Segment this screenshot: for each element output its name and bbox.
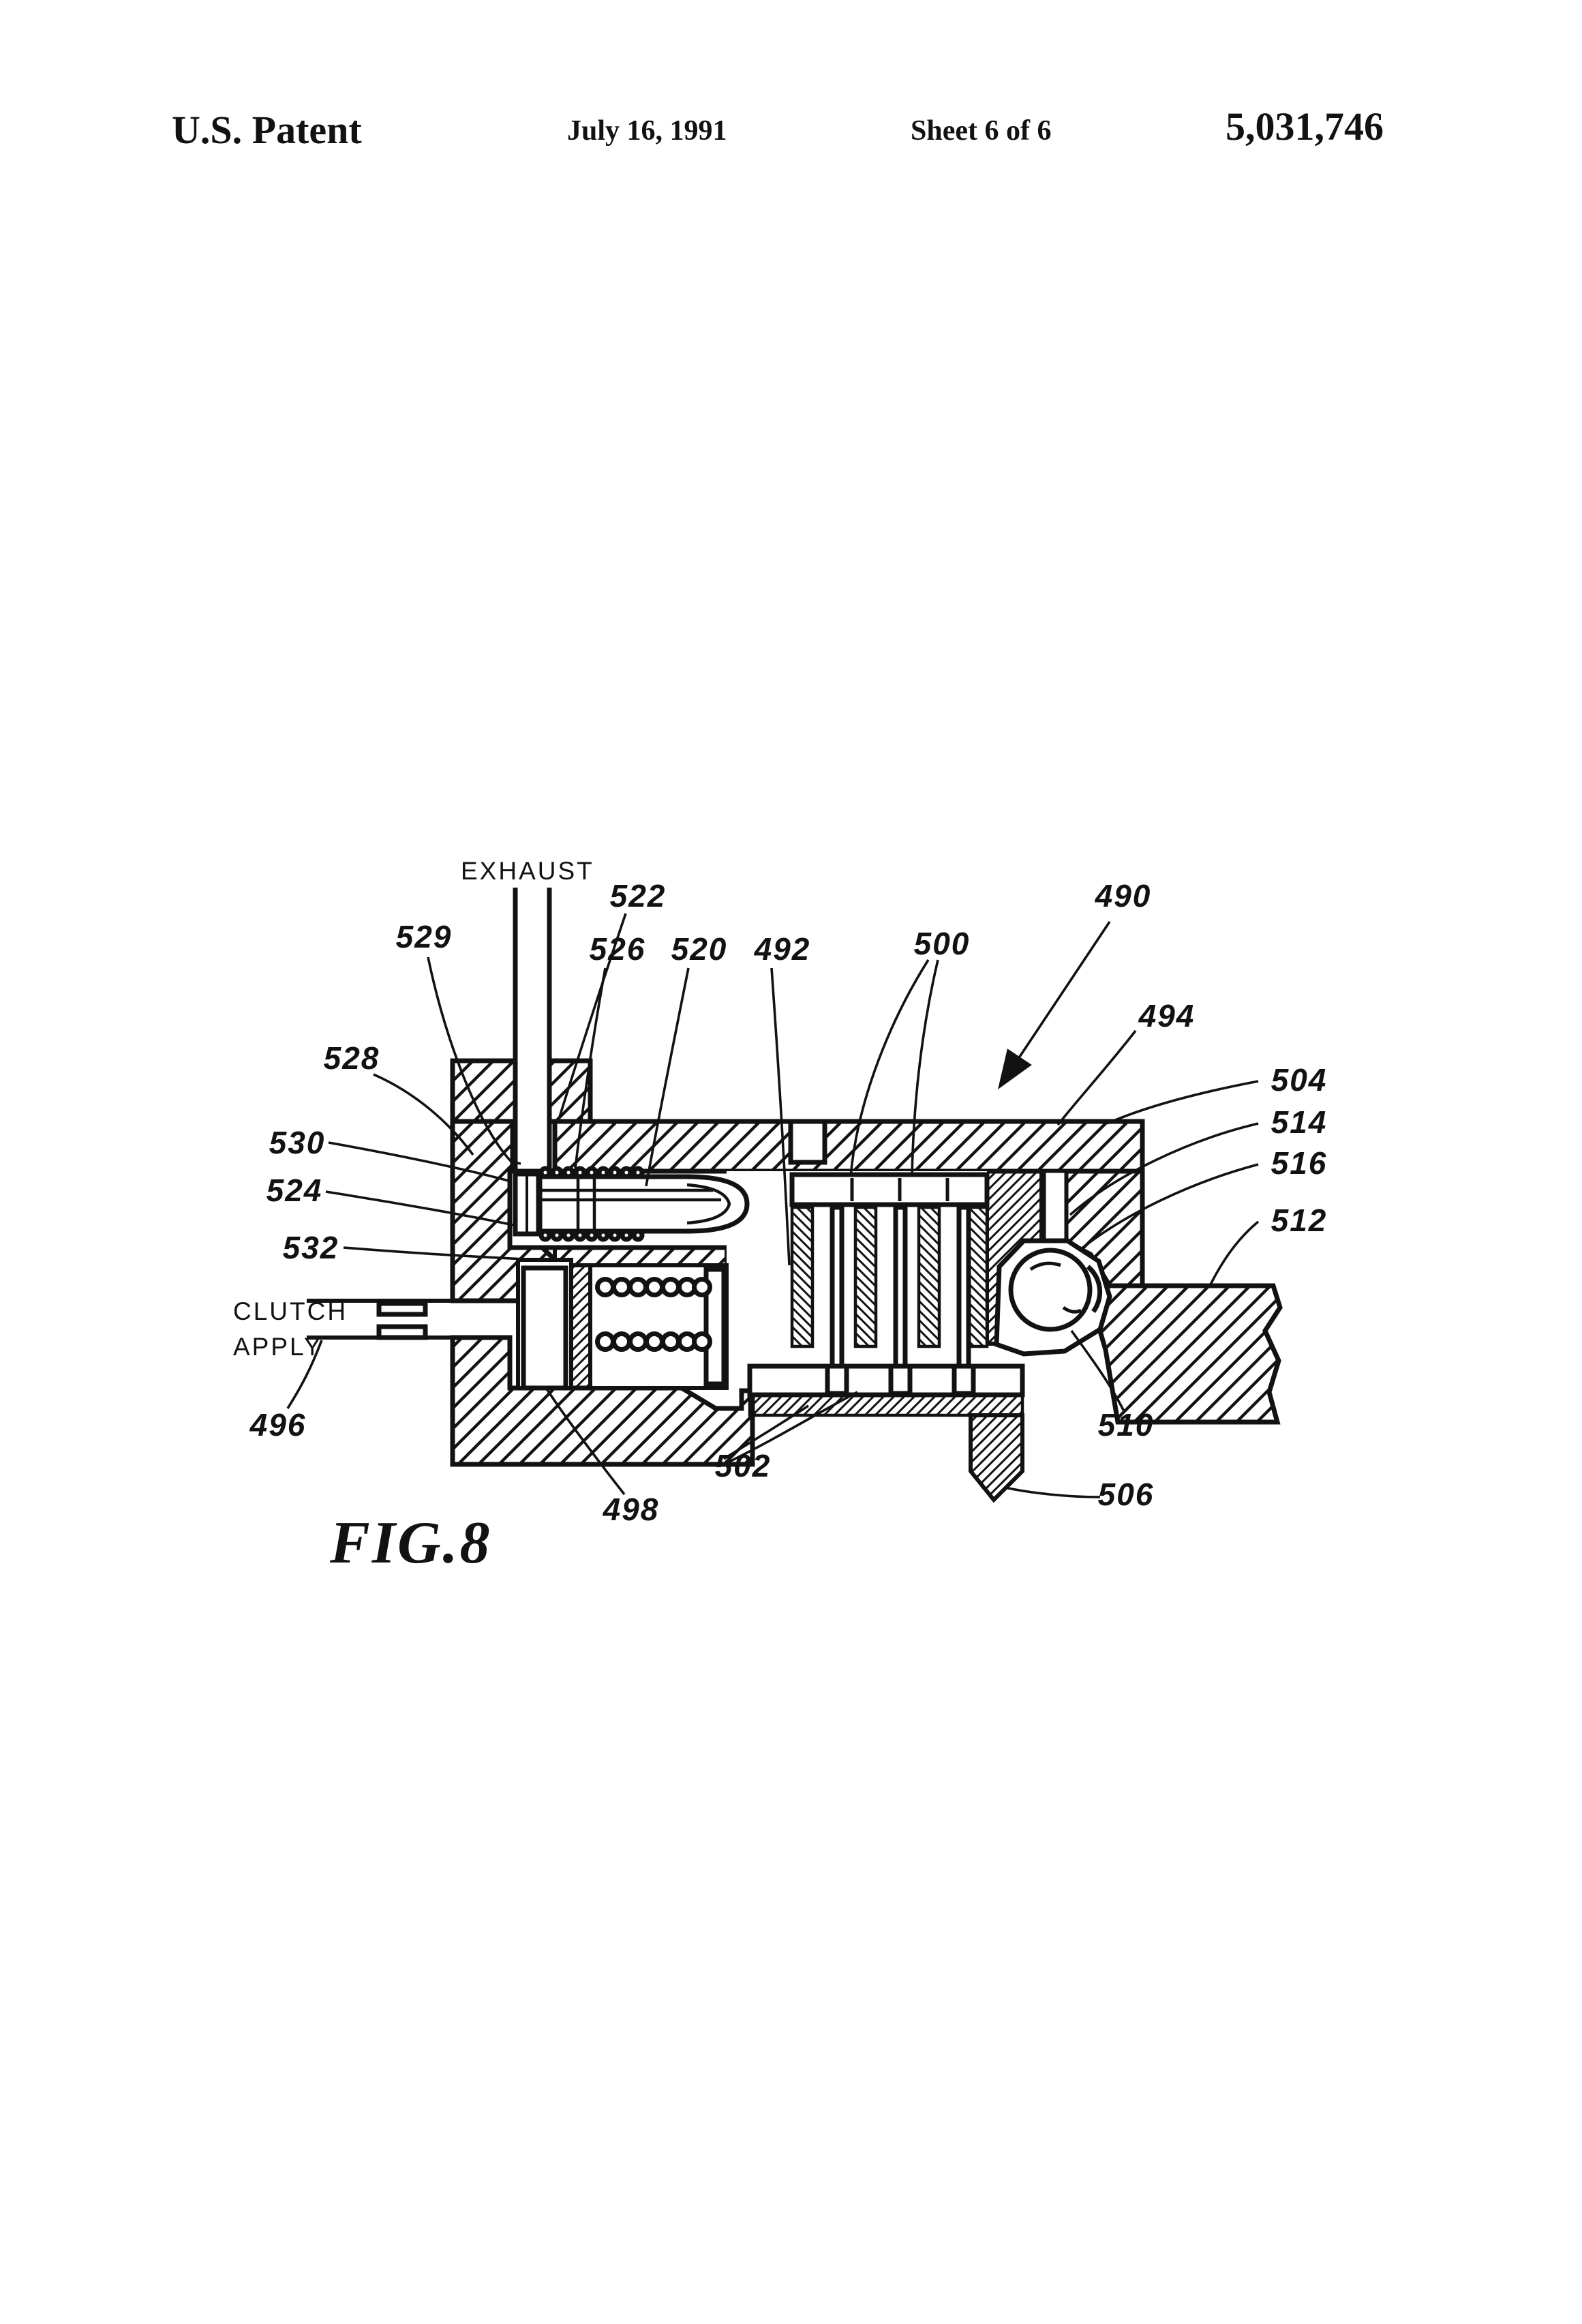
ball-shading-arc-1: [1029, 1261, 1061, 1271]
ref-numeral-510: 510: [1098, 1407, 1155, 1443]
leader-498: [544, 1386, 626, 1496]
leader-532: [343, 1246, 539, 1261]
poppet-valve: [513, 1166, 750, 1242]
leader-526: [574, 967, 607, 1169]
ref-numeral-504: 504: [1271, 1062, 1328, 1098]
leader-502a: [723, 1404, 809, 1460]
leader-529: [427, 956, 521, 1165]
housing-bottom-block: [450, 1335, 755, 1467]
poppet-spring-coils-top: [538, 1166, 645, 1179]
ref-numeral-502: 502: [715, 1448, 772, 1483]
pin-foot-3: [952, 1363, 976, 1396]
apply-channel-tab-top: [376, 1301, 428, 1317]
ref-numeral-520: 520: [671, 931, 728, 967]
plunger-and-spring: [521, 1263, 727, 1391]
ball-feed-channel: [1042, 1169, 1068, 1246]
leader-510: [1070, 1329, 1126, 1413]
leader-516: [1080, 1163, 1259, 1250]
leader-500a: [849, 959, 930, 1177]
clutch-plate-3: [917, 1205, 941, 1348]
exhaust-port-label: EXHAUST: [461, 857, 594, 885]
ref-numeral-498: 498: [603, 1492, 660, 1527]
chamber-divider: [553, 1246, 729, 1267]
leader-530: [328, 1141, 509, 1182]
clutch-apply-label-line1: CLUTCH: [233, 1297, 348, 1325]
clutch-apply-label-line2: APPLY: [233, 1333, 323, 1361]
housing-top-band: [552, 1119, 1145, 1174]
leader-524: [325, 1190, 517, 1227]
retainer-plate-hatch: [748, 1393, 1024, 1417]
leader-492: [770, 967, 791, 1266]
leader-lines: [286, 913, 1260, 1498]
leader-522: [556, 913, 627, 1124]
ref-numeral-532: 532: [283, 1230, 339, 1265]
plunger-498: [521, 1265, 568, 1391]
ref-numeral-496: 496: [249, 1407, 307, 1443]
clutch-plate-2: [853, 1205, 878, 1348]
leader-496: [286, 1340, 323, 1409]
ball-shading-arc-2: [1062, 1306, 1082, 1314]
pin-foot-1: [825, 1363, 849, 1396]
ref-numeral-516: 516: [1271, 1145, 1328, 1181]
poppet-nose-contour: [686, 1183, 731, 1225]
leader-520: [645, 967, 690, 1187]
figure-caption: FIG.8: [329, 1510, 492, 1576]
pin-foot-2: [888, 1363, 913, 1396]
check-ball-assembly: [994, 1238, 1112, 1357]
clutch-plate-1: [790, 1205, 815, 1348]
ref-numeral-522: 522: [610, 878, 667, 914]
ref-numeral-512: 512: [1271, 1203, 1328, 1238]
page-header: U.S. Patent July 16, 1991 Sheet 6 of 6 5…: [172, 104, 1384, 152]
poppet-spring-coils-bottom: [538, 1228, 645, 1242]
reference-numerals: 522 529 526 520 492 500 490 494 528 530 …: [249, 878, 1328, 1527]
ref-numeral-524: 524: [267, 1173, 323, 1208]
ref-numeral-490: 490: [1095, 878, 1152, 914]
apply-spring-coils-top: [595, 1277, 712, 1297]
leader-500b: [911, 959, 939, 1177]
ref-numeral-506: 506: [1098, 1477, 1155, 1512]
exhaust-pipe: [513, 888, 552, 1171]
pack-top-rail: [789, 1172, 990, 1207]
ref-numeral-526: 526: [590, 931, 646, 967]
sheet-number: Sheet 6 of 6: [911, 115, 1051, 147]
ref-numeral-528: 528: [324, 1040, 380, 1076]
retainer-plate-502: [747, 1363, 1025, 1398]
leader-506: [1004, 1486, 1101, 1498]
apply-channel-tab-bottom: [376, 1324, 428, 1340]
ref-numeral-529: 529: [396, 919, 453, 954]
leader-490-arrow: [998, 921, 1111, 1089]
poppet-body: [537, 1174, 750, 1234]
figure-8-drawing: EXHAUST CLUTCH APPLY 522 529 526 520 492…: [233, 857, 1328, 1576]
leader-502b: [726, 1391, 858, 1464]
ref-numeral-514: 514: [1271, 1104, 1328, 1140]
leader-494: [1056, 1029, 1137, 1126]
retainer-plate-assembly: [747, 1363, 1025, 1503]
housing-top-block-right: [547, 1058, 593, 1124]
ball-seat-ring: [1086, 1265, 1103, 1314]
clutch-apply-port: [307, 1299, 453, 1340]
patent-number: 5,031,746: [1226, 104, 1384, 149]
patent-title: U.S. Patent: [172, 108, 362, 152]
lower-slab-512-broken-edge: [1087, 1283, 1283, 1425]
passage-492-notch: [788, 1119, 827, 1165]
ref-numeral-530: 530: [269, 1125, 326, 1160]
retainer-leg-506: [969, 1413, 1024, 1503]
leader-528: [373, 1073, 474, 1156]
ref-numeral-494: 494: [1138, 998, 1196, 1033]
ref-numeral-500: 500: [914, 926, 971, 961]
leader-512: [1208, 1220, 1260, 1288]
patent-date: July 16, 1991: [567, 115, 727, 147]
spring-chamber-left-wall: [569, 1263, 592, 1390]
ref-numeral-492: 492: [754, 931, 811, 967]
leader-504: [1106, 1080, 1259, 1125]
leader-514: [1069, 1122, 1259, 1216]
clutch-plate-pack: [789, 1172, 990, 1395]
apply-spring-coils-bottom: [595, 1331, 712, 1352]
